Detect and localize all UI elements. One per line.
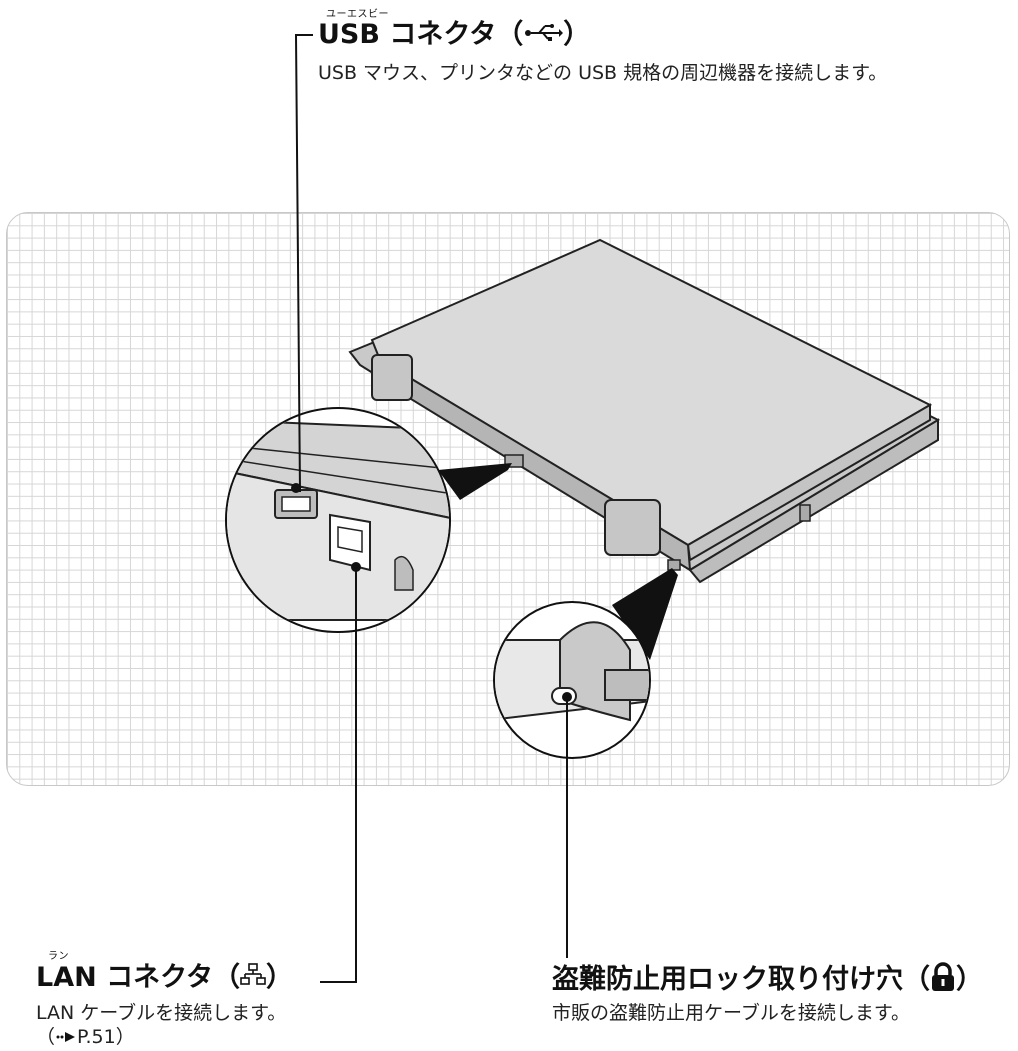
lock-title-close: ） [956, 964, 983, 995]
lan-reference-page: P.51 [77, 1026, 116, 1048]
lan-reference[interactable]: （ P.51） [36, 1024, 135, 1051]
lan-title-text: LAN コネクタ（ [36, 962, 241, 993]
laptop-base-front [688, 418, 939, 584]
lan-ruby: ラン [48, 951, 69, 962]
usb-title-close: ） [563, 19, 591, 50]
lock-title: 盗難防止用ロック取り付け穴（ ） [552, 962, 983, 999]
padlock-icon [930, 962, 956, 999]
usb-title: USB コネクタ（ ） [318, 20, 590, 51]
lan-network-icon [240, 962, 266, 995]
usb-description: USB マウス、プリンタなどの USB 規格の周辺機器を接続します。 [318, 62, 888, 84]
lan-leader-line [320, 567, 357, 983]
hinge-left [371, 354, 413, 401]
arrow-right-icon [55, 1025, 77, 1051]
zoom-detail-lock [495, 621, 649, 722]
hinge-right [604, 499, 661, 556]
zoom-wedge-left [438, 463, 512, 500]
usb-ruby: ユーエスビー [326, 9, 389, 20]
lock-description: 市販の盗難防止用ケーブルを接続します。 [552, 1002, 910, 1024]
side-port-lock [667, 559, 681, 571]
lan-title-close: ） [266, 962, 294, 993]
usb-leader-dot [291, 483, 301, 493]
lan-reference-close: ） [115, 1026, 135, 1048]
lan-leader-dot [351, 562, 361, 572]
lock-title-text: 盗難防止用ロック取り付け穴（ [552, 964, 930, 995]
lan-title: LAN コネクタ（ ） [36, 962, 293, 995]
zoom-detail-ports [227, 418, 449, 621]
lan-description: LAN ケーブルを接続します。 [36, 1002, 287, 1024]
usb-leader-line [294, 34, 313, 493]
lan-reference-open: （ [36, 1026, 56, 1048]
zoom-wedge-right [612, 568, 678, 660]
usb-icon [523, 21, 564, 51]
front-slot [799, 504, 811, 522]
lock-leader-dot [562, 692, 572, 702]
usb-title-text: USB コネクタ（ [318, 19, 524, 50]
